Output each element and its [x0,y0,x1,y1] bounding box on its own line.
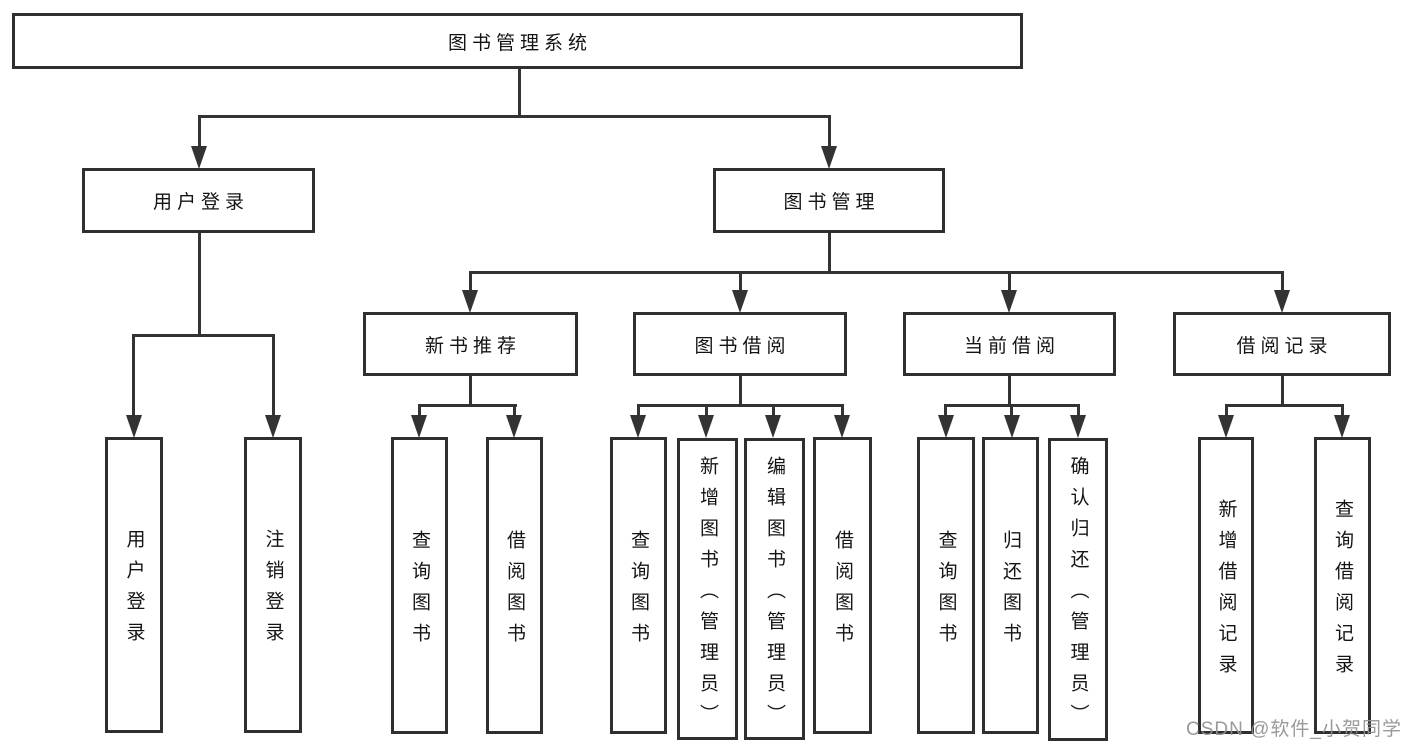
arrowhead [411,415,427,438]
connector-bookmgmt-drop-3 [1008,271,1011,293]
connector-userlogin-drop-1 [132,334,135,418]
node-book-management-label: 图书管理 [783,192,880,213]
node-nbr-borrow-books-label: 借阅图书 [504,529,525,654]
arrowhead [834,415,850,438]
node-cb-query-books-label: 查询图书 [935,529,957,654]
arrowhead [938,415,954,438]
connector-bookmgmt-drop-2 [739,271,742,293]
arrowhead [1334,415,1350,438]
connector-userlogin-bar [132,334,275,337]
node-nbr-query-books-label: 查询图书 [409,529,430,654]
node-logout-action-label: 注销登录 [262,529,284,653]
node-br-add-record-label: 新增借阅记录 [1215,498,1237,685]
connector-br-bar [1225,404,1344,407]
node-bb-query-books-label: 查询图书 [628,529,649,654]
node-nbr-borrow-books: 借阅图书 [486,437,543,734]
connector-cb-stem [1008,376,1011,407]
arrowhead [1274,290,1290,313]
node-bb-add-books-admin-label: 新增图书（管理员） [697,455,718,735]
node-library-system: 图书管理系统 [12,13,1023,69]
node-library-system-label: 图书管理系统 [447,32,592,54]
node-br-query-record: 查询借阅记录 [1314,437,1371,734]
node-bb-query-books: 查询图书 [610,437,667,734]
connector-bb-drop-1 [637,404,640,418]
node-user-login-action: 用户登录 [105,437,163,733]
node-nbr-query-books: 查询图书 [391,437,448,734]
node-bb-borrow-books: 借阅图书 [813,437,872,734]
watermark-text: CSDN @软件_小贺同学 [1186,719,1402,740]
node-bb-edit-books-admin: 编辑图书（管理员） [744,438,805,740]
connector-bookmgmt-stem [828,233,831,274]
connector-bb-drop-2 [705,404,708,418]
node-new-book-recommend-label: 新书推荐 [424,335,521,357]
node-book-borrowing-label: 图书借阅 [694,335,791,357]
arrowhead [821,146,837,169]
connector-bb-stem [739,376,742,407]
connector-root-bar [198,115,831,118]
arrowhead [126,415,142,438]
connector-br-drop-1 [1225,404,1228,418]
connector-bb-drop-4 [841,404,844,418]
arrowhead [1218,415,1234,438]
connector-userlogin-drop-2 [272,334,275,418]
connector-bookmgmt-drop-1 [469,271,472,293]
node-borrowing-records: 借阅记录 [1173,312,1391,376]
connector-nbr-drop-2 [513,404,516,418]
connector-cb-drop-1 [944,404,947,418]
connector-root-stem [518,69,521,118]
node-book-borrowing: 图书借阅 [633,312,847,376]
connector-br-stem [1281,376,1284,407]
arrowhead [698,415,714,438]
connector-br-drop-2 [1341,404,1344,418]
connector-nbr-bar [418,404,517,407]
node-current-borrowing: 当前借阅 [903,312,1116,376]
node-bb-add-books-admin: 新增图书（管理员） [677,438,738,740]
arrowhead [506,415,522,438]
arrowhead [732,290,748,313]
node-borrowing-records-label: 借阅记录 [1236,335,1333,357]
connector-nbr-stem [469,376,472,407]
connector-nbr-drop-1 [418,404,421,418]
arrowhead [1070,415,1086,438]
node-cb-return-books-label: 归还图书 [1000,529,1021,654]
connector-bb-bar [637,404,844,407]
connector-root-drop-right [828,115,831,150]
arrowhead [191,146,207,169]
connector-bookmgmt-drop-4 [1281,271,1284,293]
node-br-add-record: 新增借阅记录 [1198,437,1254,734]
arrowhead [765,415,781,438]
connector-bb-drop-3 [772,404,775,418]
node-logout-action: 注销登录 [244,437,302,733]
node-cb-return-books: 归还图书 [982,437,1039,734]
node-cb-query-books: 查询图书 [917,437,975,734]
arrowhead [1004,415,1020,438]
node-bb-borrow-books-label: 借阅图书 [832,529,853,654]
connector-bookmgmt-bar [469,271,1284,274]
arrowhead [630,415,646,438]
node-cb-confirm-return-admin-label: 确认归还（管理员） [1067,456,1089,735]
arrowhead [1001,290,1017,313]
node-cb-confirm-return-admin: 确认归还（管理员） [1048,438,1108,741]
node-new-book-recommend: 新书推荐 [363,312,578,376]
node-book-management: 图书管理 [713,168,945,233]
connector-root-drop-left [198,115,201,150]
connector-userlogin-stem [198,233,201,337]
node-bb-edit-books-admin-label: 编辑图书（管理员） [764,455,785,735]
node-br-query-record-label: 查询借阅记录 [1332,498,1353,685]
node-user-login: 用户登录 [82,168,315,233]
connector-cb-drop-2 [1010,404,1013,418]
node-user-login-label: 用户登录 [152,192,249,213]
node-user-login-action-label: 用户登录 [123,529,145,653]
arrowhead [462,290,478,313]
node-current-borrowing-label: 当前借阅 [963,335,1060,357]
connector-cb-drop-3 [1077,404,1080,418]
arrowhead [265,415,281,438]
